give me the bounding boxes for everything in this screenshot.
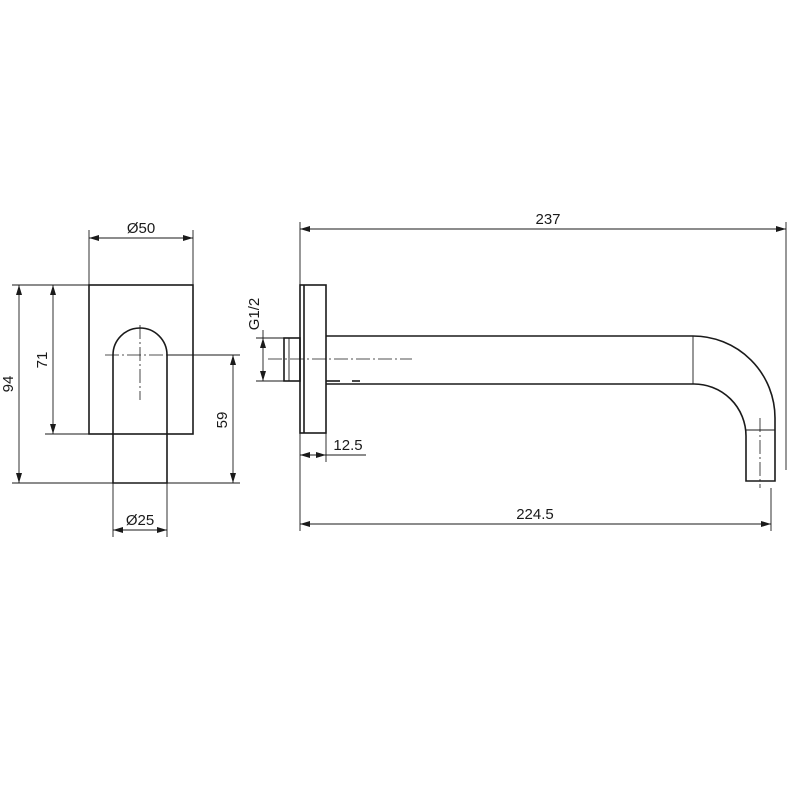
side-dimensions: 237 G1/2 12.5 224.5: [246, 211, 787, 531]
dim-front-outlet-diameter: Ø25: [126, 512, 154, 529]
dim-front-body-height: 71: [34, 352, 51, 369]
side-view: [268, 284, 776, 488]
dim-front-width: Ø50: [127, 220, 155, 237]
front-view: [88, 284, 194, 484]
side-thread-connector: [283, 337, 301, 382]
dim-side-thread: G1/2: [246, 298, 263, 331]
front-body-outline: [88, 284, 194, 435]
dim-front-outlet-height: 59: [214, 412, 231, 429]
dim-side-outlet-reach: 224.5: [516, 506, 554, 523]
front-dimensions: Ø50 94 71 59 Ø25: [0, 220, 240, 537]
dim-side-total-length: 237: [535, 211, 560, 228]
side-spout: [326, 335, 776, 482]
front-outlet-lower: [112, 434, 168, 484]
dim-front-total-height: 94: [0, 376, 17, 393]
dim-side-flange-depth: 12.5: [333, 437, 362, 454]
